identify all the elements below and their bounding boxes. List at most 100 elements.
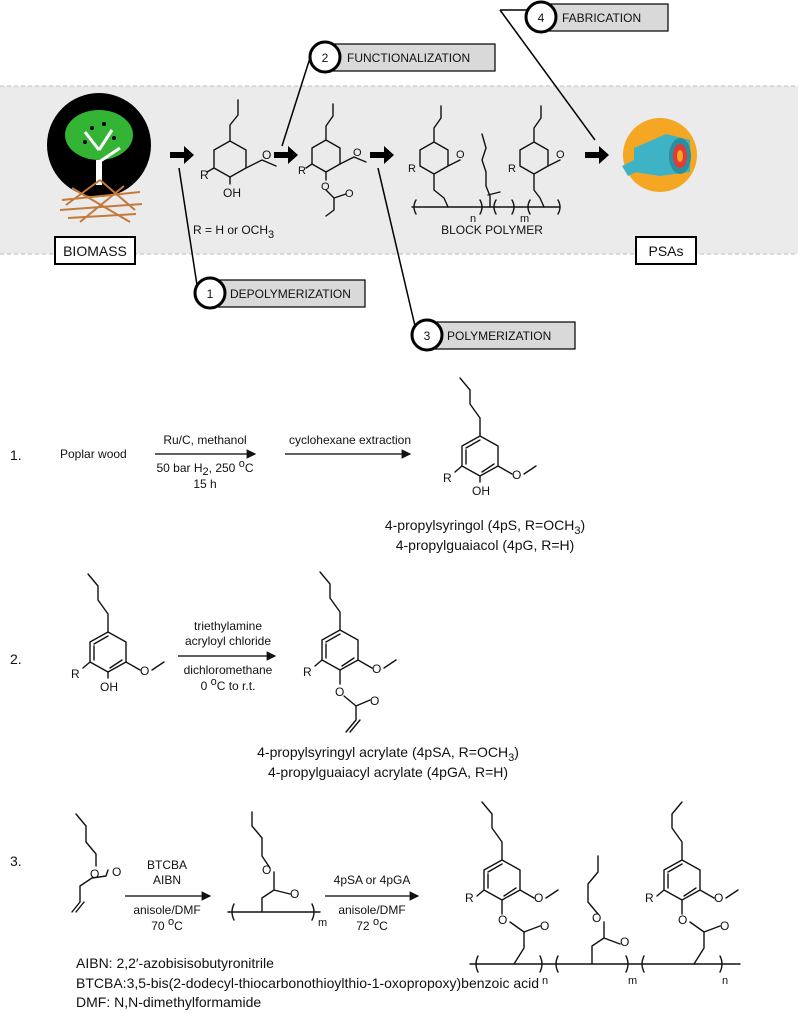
product-1-syringol: 4-propylsyringol (4pS, R=OCH3) bbox=[385, 517, 585, 537]
atom-o: O bbox=[112, 865, 121, 879]
biomass-label: BIOMASS bbox=[63, 243, 127, 259]
step-3-label: POLYMERIZATION bbox=[447, 329, 551, 343]
atom-o: O bbox=[456, 149, 465, 161]
condition-aibn: AIBN bbox=[153, 873, 181, 887]
atom-o: O bbox=[90, 867, 99, 881]
index-n: n bbox=[722, 975, 728, 987]
condition-time: 15 h bbox=[193, 477, 216, 491]
condition-temperature: 0 oC to r.t. bbox=[201, 676, 256, 693]
condition-dichloromethane: dichloromethane bbox=[184, 663, 273, 677]
atom-o: O bbox=[512, 468, 521, 482]
acrylate-product-structure: O R O O bbox=[303, 571, 397, 733]
tape-roll-icon bbox=[622, 118, 697, 192]
atom-o: O bbox=[370, 694, 379, 708]
tree-roots-icon bbox=[47, 93, 151, 223]
atom-o: O bbox=[620, 935, 629, 949]
step-4-number: 4 bbox=[538, 11, 545, 25]
atom-r: R bbox=[508, 163, 516, 175]
atom-r: R bbox=[408, 163, 416, 175]
atom-o: O bbox=[678, 913, 687, 927]
step-1-callout: 1 DEPOLYMERIZATION bbox=[178, 167, 366, 310]
index-m: m bbox=[318, 917, 327, 929]
atom-o: O bbox=[720, 919, 729, 933]
atom-oh: OH bbox=[472, 484, 490, 498]
atom-r: R bbox=[303, 665, 312, 679]
condition-solvent: anisole/DMF bbox=[338, 903, 405, 917]
footnote-dmf: DMF: N,N-dimethylformamide bbox=[76, 994, 261, 1010]
condition-catalyst: Ru/C, methanol bbox=[163, 433, 246, 447]
condition-btcba: BTCBA bbox=[147, 858, 187, 872]
atom-r: R bbox=[645, 891, 654, 905]
phenol-structure: O R OH bbox=[200, 99, 277, 200]
condition-temperature: 70 oC bbox=[151, 916, 183, 933]
acrylate-structure: O R O O bbox=[298, 103, 367, 217]
reaction-3: 3. O O BTCBA AIBN anisole/DMF 70 oC O O … bbox=[10, 801, 741, 987]
condition-extraction: cyclohexane extraction bbox=[289, 433, 411, 447]
atom-o: O bbox=[321, 181, 330, 193]
atom-o: O bbox=[140, 664, 149, 678]
step-2-callout: 2 FUNCTIONALIZATION bbox=[281, 40, 496, 147]
poly-butyl-acrylate-structure: O O m bbox=[227, 811, 327, 929]
condition-triethylamine: triethylamine bbox=[194, 619, 262, 633]
atom-o: O bbox=[262, 148, 271, 162]
atom-o: O bbox=[714, 891, 723, 905]
reaction-3-number: 3. bbox=[10, 853, 22, 869]
reaction-1: 1. Poplar wood Ru/C, methanol 50 bar H2,… bbox=[10, 377, 585, 553]
atom-o: O bbox=[534, 891, 543, 905]
atom-r: R bbox=[443, 471, 452, 485]
atom-r: R bbox=[298, 165, 306, 177]
step-3-callout: 3 POLYMERIZATION bbox=[377, 167, 576, 352]
phenol-product-structure: O R OH bbox=[443, 377, 537, 498]
footnote-btcba: BTCBA:3,5-bis(2-dodecyl-thiocarbonothioy… bbox=[76, 975, 539, 991]
product-1-guaiacol: 4-propylguaiacol (4pG, R=H) bbox=[396, 537, 575, 553]
condition-temperature: 72 oC bbox=[356, 916, 388, 933]
condition-solvent: anisole/DMF bbox=[133, 903, 200, 917]
index-n: n bbox=[470, 213, 476, 225]
atom-o: O bbox=[540, 919, 549, 933]
atom-oh: OH bbox=[100, 680, 118, 694]
condition-acryloyl-chloride: acryloyl chloride bbox=[185, 634, 271, 648]
footnote-aibn: AIBN: 2,2′-azobisisobutyronitrile bbox=[76, 955, 274, 971]
reaction-2-number: 2. bbox=[10, 651, 22, 667]
arrow-right-icon bbox=[170, 146, 609, 164]
step-2-number: 2 bbox=[322, 51, 329, 65]
atom-r: R bbox=[200, 168, 209, 182]
condition-monomer: 4pSA or 4pGA bbox=[334, 873, 411, 887]
atom-o: O bbox=[498, 913, 507, 927]
psas-label: PSAs bbox=[648, 243, 683, 259]
block-polymer-structure: O R R O n m bbox=[408, 105, 565, 225]
product-2-syringyl: 4-propylsyringyl acrylate (4pSA, R=OCH3) bbox=[257, 744, 519, 764]
product-2-guaiacyl: 4-propylguaiacyl acrylate (4pGA, R=H) bbox=[268, 764, 508, 780]
abbreviation-notes: AIBN: 2,2′-azobisisobutyronitrile BTCBA:… bbox=[76, 955, 539, 1010]
block-copolymer-structure: O R O O n O O m O R O O n bbox=[465, 801, 741, 987]
biomass-label-box bbox=[54, 236, 136, 265]
condition-pressure-temp: 50 bar H2, 250 oC bbox=[157, 458, 254, 478]
overview-panel: BIOMASS O R OH R = H or OCH3 O bbox=[0, 0, 798, 352]
phenol-reactant-structure: O R OH bbox=[71, 573, 165, 694]
atom-r: R bbox=[71, 667, 80, 681]
atom-o: O bbox=[345, 188, 354, 200]
atom-o: O bbox=[556, 149, 565, 161]
step-2-label: FUNCTIONALIZATION bbox=[347, 51, 470, 65]
atom-o: O bbox=[262, 863, 271, 877]
reaction-1-number: 1. bbox=[10, 447, 22, 463]
reaction-2: 2. O R OH triethylamine acryloyl chlorid… bbox=[10, 571, 519, 780]
step-1-number: 1 bbox=[207, 287, 214, 301]
step-4-callout: 4 FABRICATION bbox=[499, 0, 669, 141]
atom-o: O bbox=[335, 685, 344, 699]
butyl-acrylate-structure: O O bbox=[71, 813, 121, 913]
atom-o: O bbox=[290, 887, 299, 901]
psas-label-box bbox=[635, 236, 697, 265]
atom-o: O bbox=[353, 147, 362, 159]
index-m: m bbox=[628, 975, 637, 987]
r-group-note: R = H or OCH3 bbox=[193, 223, 274, 241]
step-3-number: 3 bbox=[424, 329, 431, 343]
atom-o: O bbox=[592, 911, 601, 925]
atom-o: O bbox=[372, 662, 381, 676]
index-n: n bbox=[542, 975, 548, 987]
index-m: m bbox=[520, 213, 529, 225]
atom-r: R bbox=[465, 891, 474, 905]
step-1-label: DEPOLYMERIZATION bbox=[230, 287, 351, 301]
reactant-poplar-wood: Poplar wood bbox=[60, 447, 127, 461]
